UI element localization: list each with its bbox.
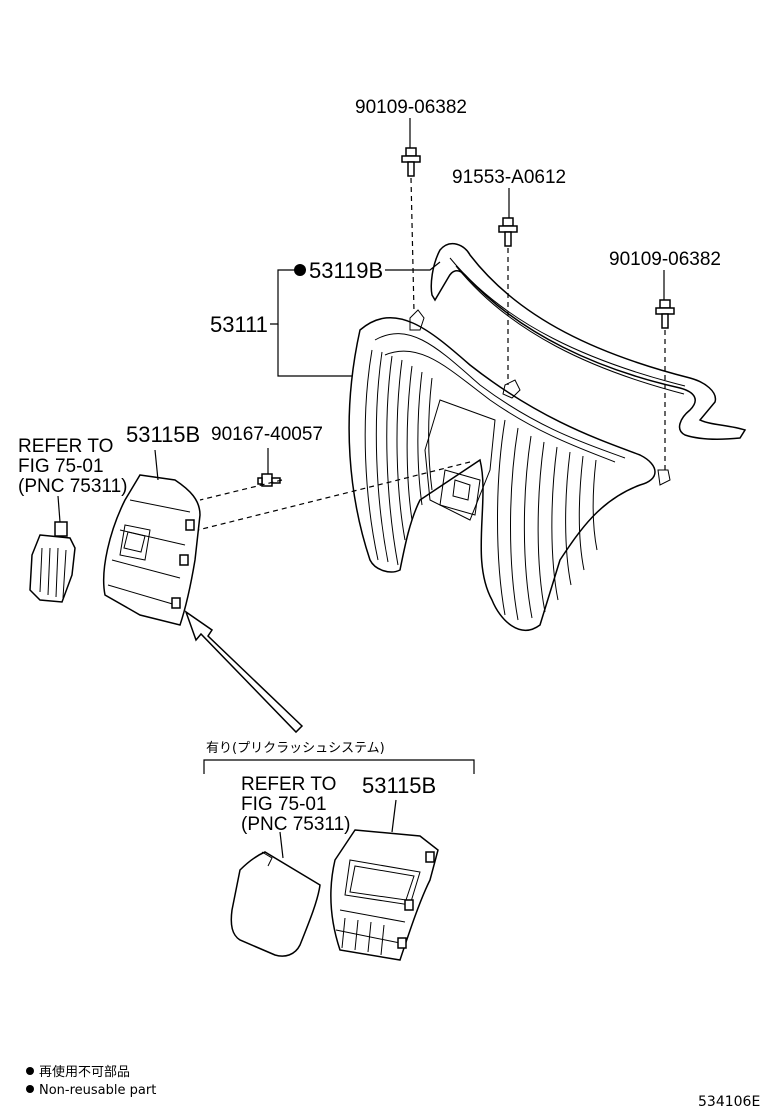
- clip-center-icon[interactable]: [498, 217, 518, 247]
- label-clip-center[interactable]: 91553-A0612: [452, 167, 566, 188]
- variant-header: 有り(プリクラッシュシステム): [206, 741, 385, 756]
- leader-bracket-variant: [391, 799, 397, 833]
- legend-dot-en-icon: [26, 1085, 34, 1093]
- refer-variant-line2: FIG 75-01: [241, 794, 327, 815]
- grille-assembly[interactable]: [348, 309, 671, 631]
- refer-left-line2: FIG 75-01: [18, 456, 104, 477]
- legend-dot-jp-icon: [26, 1067, 34, 1075]
- refer-variant-line3: (PNC 75311): [241, 814, 350, 835]
- label-screw[interactable]: 90167-40057: [211, 424, 323, 445]
- legend-jp: 再使用不可部品: [39, 1064, 130, 1080]
- leader-grille-b: [277, 324, 352, 377]
- label-bracket-variant[interactable]: 53115B: [362, 773, 436, 798]
- label-molding[interactable]: 53119B: [309, 258, 383, 283]
- label-grille[interactable]: 53111: [210, 312, 268, 337]
- install-line-bracket: [189, 461, 471, 533]
- leader-refer-left: [57, 495, 61, 523]
- variant-arrow: [184, 610, 304, 734]
- leader-bracket-left: [154, 449, 159, 481]
- screw-icon[interactable]: [257, 473, 281, 487]
- figure-code: 534106E: [698, 1094, 760, 1110]
- emblem-left[interactable]: [29, 521, 76, 603]
- grille-molding[interactable]: [430, 242, 747, 440]
- install-line-screw: [199, 479, 283, 501]
- bracket-left[interactable]: [102, 474, 201, 626]
- leader-grille-a: [270, 269, 294, 325]
- bolt-top-icon[interactable]: [401, 147, 421, 177]
- label-bolt-top[interactable]: 90109-06382: [355, 97, 467, 118]
- bolt-right-icon[interactable]: [655, 299, 675, 329]
- leader-molding: [385, 261, 441, 271]
- refer-left-line3: (PNC 75311): [18, 476, 127, 497]
- legend-en: Non-reusable part: [39, 1083, 156, 1098]
- refer-left-line1: REFER TO: [18, 436, 113, 457]
- label-bolt-right[interactable]: 90109-06382: [609, 249, 721, 270]
- non-reusable-marker-icon: [294, 264, 306, 276]
- variant-box: [203, 759, 475, 774]
- label-bracket-left[interactable]: 53115B: [126, 422, 200, 447]
- leader-refer-variant: [279, 831, 284, 859]
- refer-variant-line1: REFER TO: [241, 774, 336, 795]
- cover-variant[interactable]: [230, 851, 321, 957]
- install-line-bolt-top: [410, 177, 415, 313]
- bracket-variant[interactable]: [330, 829, 439, 961]
